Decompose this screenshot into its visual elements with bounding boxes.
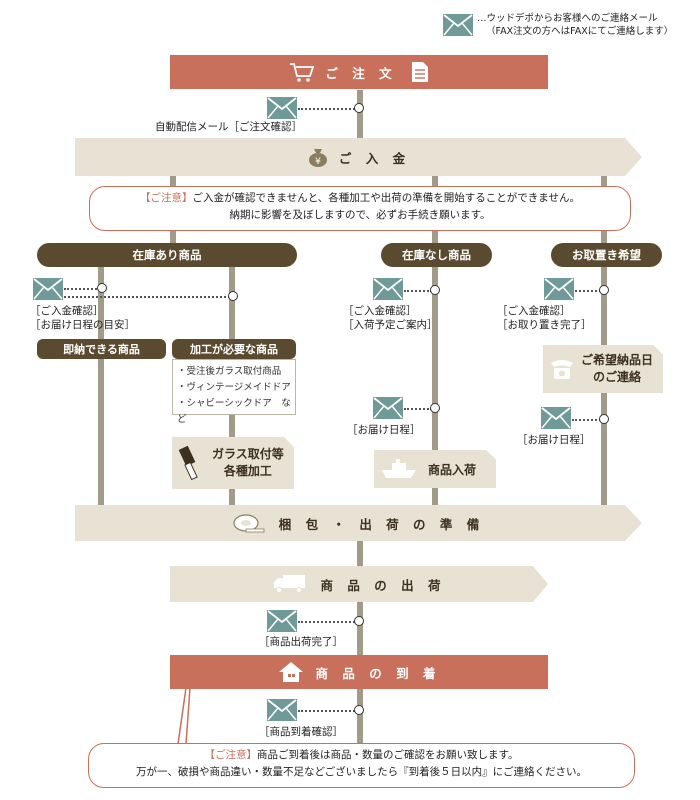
mail-icon bbox=[267, 610, 297, 632]
connector-node bbox=[599, 414, 609, 424]
mail-icon bbox=[267, 699, 297, 721]
main-line-2 bbox=[357, 540, 363, 570]
mail-icon bbox=[33, 278, 63, 300]
connector bbox=[575, 290, 601, 292]
hold-contact-line1: ご希望納品日 bbox=[581, 353, 654, 367]
legend-text-2: （FAX注文の方へはFAXにてご連絡します） bbox=[486, 26, 674, 37]
mail-icon bbox=[544, 278, 574, 300]
connector-node bbox=[97, 283, 107, 293]
email-nostock-incoming: ［入荷予定ご案内］ bbox=[343, 319, 438, 331]
main-line-3 bbox=[357, 600, 363, 660]
email-arrived: ［商品到着確認］ bbox=[259, 726, 343, 738]
mail-icon bbox=[541, 407, 571, 429]
glass-work-line2: 各種加工 bbox=[223, 464, 272, 478]
connector bbox=[298, 621, 355, 623]
document-icon bbox=[411, 62, 428, 82]
truck-icon bbox=[273, 575, 305, 593]
connector-node bbox=[354, 616, 364, 626]
processing-item: ・シャビーシックドア など bbox=[177, 398, 291, 425]
email-auto-confirm: 自動配信メール［ご注文確認］ bbox=[155, 121, 302, 133]
payment-banner: ¥ ご 入 金 bbox=[75, 138, 642, 176]
connector bbox=[64, 288, 100, 290]
glass-work-box: ガラス取付等 各種加工 bbox=[172, 437, 294, 489]
mail-icon bbox=[267, 97, 297, 119]
connector bbox=[404, 408, 432, 410]
main-line-1 bbox=[357, 90, 363, 150]
svg-text:¥: ¥ bbox=[315, 157, 321, 167]
packing-banner: 梱 包 ・ 出 荷 の 準 備 bbox=[75, 505, 642, 541]
arrival-title: 商 品 の 到 着 bbox=[315, 665, 441, 681]
line-immediate bbox=[98, 264, 104, 509]
shipping-banner: 商 品 の 出 荷 bbox=[170, 566, 548, 602]
connector-node bbox=[599, 285, 609, 295]
connector bbox=[572, 419, 601, 421]
notice-pointer bbox=[177, 688, 191, 745]
money-bag-icon: ¥ bbox=[308, 149, 327, 167]
shipping-title: 商 品 の 出 荷 bbox=[320, 577, 446, 593]
mail-icon bbox=[373, 278, 403, 300]
connector-node bbox=[430, 403, 440, 413]
incoming-label: 商品入荷 bbox=[428, 462, 477, 477]
processing-item: ・受注後ガラス取付商品 bbox=[177, 366, 282, 377]
email-shipped: ［商品出荷完了］ bbox=[259, 636, 343, 648]
connector-node bbox=[228, 291, 238, 301]
house-icon bbox=[278, 662, 303, 682]
email-stock-delivery: ［お届け日程の目安］ bbox=[30, 319, 135, 331]
arrival-notice: 【ご注意】商品ご到着後は商品・数量のご確認をお願い致します。 万が一、破損や商品… bbox=[88, 743, 635, 788]
processing-header: 加工が必要な商品 bbox=[172, 339, 296, 359]
legend-text-1: …ウッドデポからお客様へのご連絡メール bbox=[477, 13, 658, 24]
connector bbox=[64, 296, 230, 298]
order-title: ご 注 文 bbox=[325, 65, 397, 81]
email-hold-delivery: ［お届け日程］ bbox=[517, 434, 591, 446]
branch-in-stock: 在庫あり商品 bbox=[37, 243, 297, 267]
packing-title: 梱 包 ・ 出 荷 の 準 備 bbox=[278, 516, 485, 532]
connector-node bbox=[354, 103, 364, 113]
email-hold-payment: ［ご入金確認］ bbox=[497, 305, 571, 317]
incoming-box: 商品入荷 bbox=[374, 450, 496, 488]
tool-icon bbox=[178, 445, 198, 481]
branch-hold: お取置き希望 bbox=[551, 243, 662, 267]
hold-contact-line2: のご連絡 bbox=[593, 370, 642, 384]
ship-icon bbox=[382, 459, 416, 478]
connector bbox=[404, 290, 432, 292]
line-nostock bbox=[432, 264, 438, 509]
arrival-banner: 商 品 の 到 着 bbox=[170, 655, 548, 689]
phone-icon bbox=[551, 360, 573, 379]
glass-work-line1: ガラス取付等 bbox=[212, 447, 284, 461]
hold-contact-box: ご希望納品日 のご連絡 bbox=[543, 345, 663, 393]
payment-notice: 【ご注意】ご入金が確認できませんと、各種加工や出荷の準備を開始することができませ… bbox=[89, 186, 631, 231]
mail-icon bbox=[373, 397, 403, 419]
processing-items-box: ・受注後ガラス取付商品 ・ヴィンテージメイドドア ・シャビーシックドア など bbox=[172, 359, 296, 425]
immediate-header: 即納できる商品 bbox=[37, 339, 166, 359]
legend-mail-icon bbox=[443, 14, 473, 36]
connector bbox=[298, 108, 355, 110]
branch-out-of-stock: 在庫なし商品 bbox=[381, 243, 492, 267]
tape-icon bbox=[233, 514, 265, 533]
order-banner: ご 注 文 bbox=[170, 55, 548, 89]
email-hold-complete: ［お取り置き完了］ bbox=[497, 319, 592, 331]
email-nostock-delivery: ［お届け日程］ bbox=[347, 424, 421, 436]
connector-node bbox=[354, 705, 364, 715]
connector-node bbox=[430, 285, 440, 295]
email-nostock-payment: ［ご入金確認］ bbox=[343, 305, 417, 317]
main-line-4 bbox=[357, 686, 363, 746]
email-stock-payment: ［ご入金確認］ bbox=[30, 305, 104, 317]
cart-icon bbox=[290, 63, 315, 82]
payment-title: ご 入 金 bbox=[338, 150, 411, 166]
processing-item: ・ヴィンテージメイドドア bbox=[177, 382, 291, 393]
connector bbox=[298, 710, 355, 712]
